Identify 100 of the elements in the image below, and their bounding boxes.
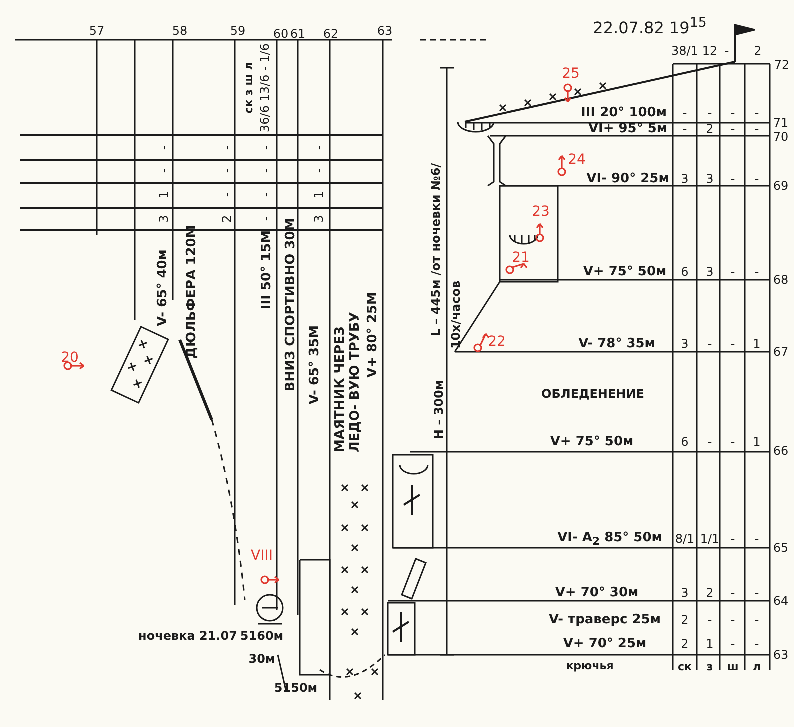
table-value: 3 (313, 215, 327, 223)
table-value: - (730, 533, 736, 547)
table-value: 38/1 (672, 45, 698, 59)
column-header: з (706, 662, 714, 674)
table-value: - (682, 123, 688, 137)
table-value: 6 (681, 436, 689, 450)
table-value: - (754, 638, 760, 652)
table-value: - (158, 168, 172, 174)
table-value: - (221, 168, 235, 174)
pitch-number: 61 (290, 28, 306, 42)
pitch-number: 63 (773, 649, 789, 663)
pitch-description: III 50° 15М (260, 230, 276, 310)
table-value: - (730, 638, 736, 652)
table-value: - (754, 173, 760, 187)
table-value: - (754, 123, 760, 137)
table-value: - (682, 107, 688, 121)
table-value: - (754, 614, 760, 628)
column-header: крючья (566, 660, 614, 674)
column-header: л (752, 662, 762, 674)
table-value: 2 (706, 123, 714, 137)
table-value: - (730, 587, 736, 601)
pitch-description: V+ 75° 50м (583, 266, 667, 280)
table-value: 6 (681, 266, 689, 280)
pitch-number: 69 (773, 180, 789, 194)
pitch-number: 70 (773, 131, 789, 145)
pitch-description: VI- A$_{2}$ 85° 50м (558, 531, 662, 549)
table-value: - (754, 266, 760, 280)
table-value: 3 (158, 215, 172, 223)
pitch-number: 72 (774, 59, 790, 73)
table-value: - (754, 107, 760, 121)
note-text: 30м (248, 653, 276, 667)
pitch-description: V- траверс 25м (549, 614, 661, 628)
table-value: - (158, 146, 172, 150)
table-value: - (708, 436, 712, 450)
pitch-number: 65 (773, 542, 789, 556)
table-value: 2 (221, 215, 235, 223)
route-point-number: 25 (562, 66, 580, 82)
table-value: - (730, 266, 736, 280)
table-value: - (730, 436, 736, 450)
table-value: - (313, 168, 327, 174)
note-text: 5160м (240, 630, 284, 644)
table-value: 3 (681, 173, 689, 187)
table-value: - (708, 107, 712, 121)
table-value: 12 (702, 45, 718, 59)
pitch-description: V+ 75° 50м (550, 436, 634, 450)
pitch-description: V- 65° 40м (156, 250, 172, 326)
pitch-description: МАЯТНИК ЧЕРЕЗ ЛЕДО- ВУЮ ТРУБУ (334, 311, 364, 452)
table-value: 3 (681, 587, 689, 601)
table-value: 2 (706, 587, 714, 601)
pitch-number: 60 (273, 28, 289, 42)
table-value: - (313, 146, 327, 150)
table-value: - (730, 123, 736, 137)
table-value: 2 (681, 638, 689, 652)
table-value: - (260, 168, 274, 174)
table-value: - (730, 107, 736, 121)
table-value: 3 (706, 266, 714, 280)
table-value: - (708, 614, 712, 628)
pitch-description: ДЮЛЬФЕРА 120М (186, 225, 200, 359)
table-value: - (730, 338, 736, 352)
table-value: 2 (681, 614, 689, 628)
table-value: 3 (681, 338, 689, 352)
column-header: ск з ш л (244, 62, 256, 114)
note-text: H – 300м (433, 380, 447, 440)
note-text: ОБЛЕДЕНЕНИЕ (542, 388, 644, 402)
table-value: - (730, 173, 736, 187)
pitch-description: V+ 70° 25м (563, 638, 647, 652)
table-value: - (221, 192, 235, 198)
pitch-number: 66 (773, 445, 789, 459)
pitch-description: VI- 90° 25м (586, 172, 670, 188)
route-point-number: 21 (512, 250, 530, 266)
table-value: - (754, 533, 760, 547)
note-text: 5150м (274, 682, 318, 696)
pitch-number: 59 (230, 25, 246, 39)
table-value: - (708, 338, 712, 352)
table-value: 1 (158, 191, 172, 199)
route-point-number: 24 (568, 152, 586, 168)
table-value: 1 (706, 638, 714, 652)
table-value: 3 (706, 173, 714, 187)
table-value: 1 (753, 436, 761, 450)
pitch-description: V- 78° 35м (578, 338, 656, 352)
table-value: - (260, 216, 274, 222)
column-header: ск (678, 662, 692, 674)
route-point-number: 20 (61, 350, 79, 366)
pitch-number: 71 (773, 117, 789, 131)
table-value: 1/1 (700, 533, 720, 547)
table-value: 1 (313, 191, 327, 199)
pitch-number: 62 (323, 28, 339, 42)
note-text: 10х/часов (450, 280, 464, 350)
table-value: 36/6 13/6 - 1/6 (259, 44, 273, 132)
table-value: - (754, 587, 760, 601)
route-point-number: VIII (251, 548, 273, 564)
note-text: ночевка 21.07 (138, 630, 238, 644)
route-point-number: 23 (532, 204, 550, 220)
table-value: - (730, 614, 736, 628)
table-value: 2 (754, 45, 762, 59)
table-value: 8/1 (675, 533, 695, 547)
pitch-number: 64 (773, 595, 789, 609)
route-point-number: 22 (488, 334, 506, 350)
table-value: - (724, 45, 730, 59)
pitch-description: V+ 80° 25М (366, 292, 382, 378)
